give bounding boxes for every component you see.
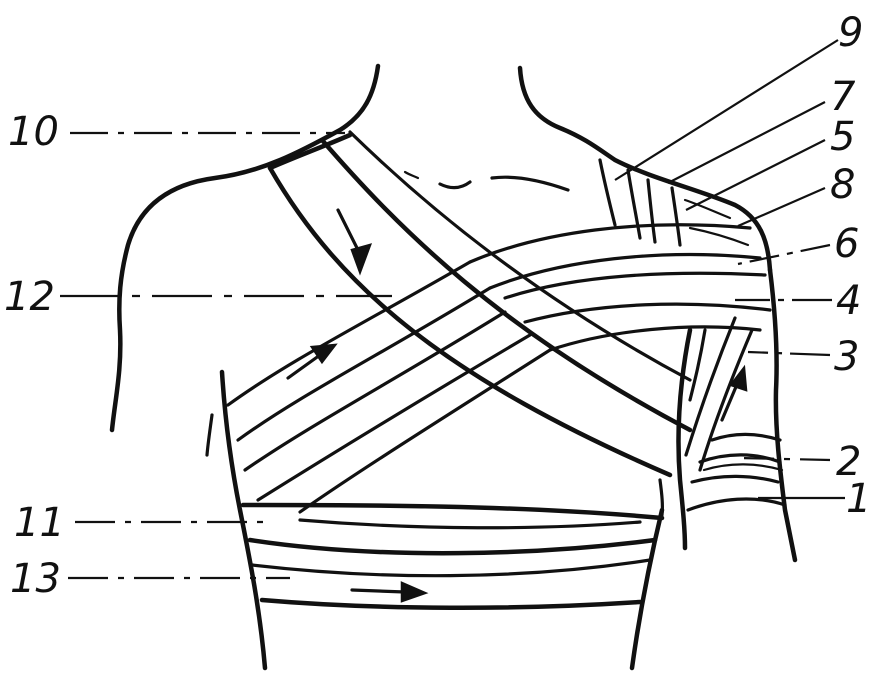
strip-8-edge bbox=[690, 228, 748, 245]
band-12-top-cap bbox=[270, 135, 350, 168]
strip-7-right bbox=[672, 188, 680, 245]
turn-11-top bbox=[243, 505, 662, 518]
right-arm-outer-line bbox=[770, 270, 795, 560]
chest-diagonal-left bbox=[228, 262, 550, 512]
leader-2 bbox=[740, 458, 830, 460]
torso-right-line bbox=[632, 510, 662, 668]
torso-left-stub bbox=[207, 415, 212, 455]
strip-7-left bbox=[648, 180, 655, 242]
leader-3 bbox=[748, 352, 830, 355]
label-1: 1 bbox=[846, 476, 871, 522]
turn-1-upper bbox=[692, 476, 778, 482]
band-12-upper-edge bbox=[322, 140, 690, 430]
label-12: 12 bbox=[4, 274, 55, 320]
label-3: 3 bbox=[834, 334, 859, 380]
direction-arrows bbox=[288, 210, 746, 601]
turn-2-upper bbox=[712, 434, 780, 440]
clavicle-right-mark bbox=[492, 177, 568, 190]
turn-13-inner bbox=[252, 560, 650, 576]
arrow-12-head bbox=[352, 245, 370, 272]
turn-1-lower bbox=[688, 499, 785, 510]
torso-left-line bbox=[222, 372, 265, 668]
leader-5 bbox=[686, 140, 825, 210]
waist-turns bbox=[243, 505, 662, 608]
turn-2-mid bbox=[704, 464, 782, 470]
leader-7 bbox=[668, 102, 825, 183]
diag-l2 bbox=[238, 288, 490, 440]
turn-11-bottom bbox=[250, 540, 655, 553]
arrow-13-head bbox=[402, 583, 425, 601]
diag-l3 bbox=[245, 312, 505, 470]
turn-6-top bbox=[470, 225, 750, 262]
label-10: 10 bbox=[8, 109, 59, 155]
label-11: 11 bbox=[14, 500, 65, 546]
arrow-chest-shaft bbox=[288, 355, 320, 378]
leader-9 bbox=[615, 40, 838, 180]
label-13: 13 bbox=[10, 556, 61, 602]
label-8: 8 bbox=[830, 162, 855, 208]
chest-horizontal-turns bbox=[470, 225, 770, 350]
label-9: 9 bbox=[838, 10, 863, 56]
leader-6 bbox=[738, 245, 830, 264]
turn-4-top bbox=[505, 273, 765, 298]
strip-3-outer bbox=[700, 330, 752, 470]
diag-l5 bbox=[300, 350, 550, 512]
clavicle-left-mark bbox=[440, 182, 470, 188]
strip-a bbox=[690, 330, 705, 400]
clavicle-far-mark bbox=[405, 172, 418, 178]
turn-13-bottom bbox=[262, 600, 640, 608]
turn-11-inner bbox=[300, 520, 640, 528]
leader-8 bbox=[738, 188, 825, 226]
right-arm-inner-line bbox=[678, 330, 690, 548]
diag-l1 bbox=[228, 262, 470, 405]
arrow-13-shaft bbox=[352, 590, 405, 592]
label-5: 5 bbox=[830, 114, 855, 160]
label-6: 6 bbox=[834, 221, 859, 267]
strip-9-left bbox=[600, 160, 615, 225]
label-4: 4 bbox=[836, 278, 861, 324]
band-12-lower-edge bbox=[270, 168, 670, 475]
band-12 bbox=[270, 132, 690, 515]
